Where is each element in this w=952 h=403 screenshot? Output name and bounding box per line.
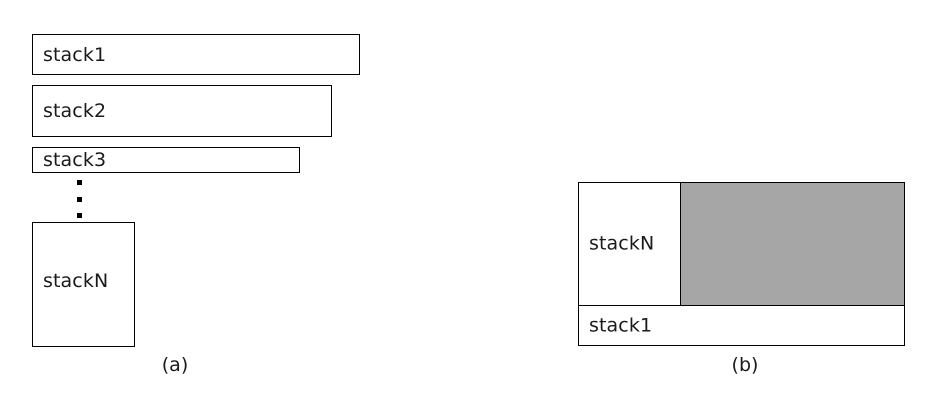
stackn-cell-label: stackN (589, 232, 655, 255)
stack2-box-label: stack2 (43, 100, 107, 122)
ellipsis-dot (76, 180, 82, 185)
stack1-row-label: stack1 (589, 314, 653, 336)
stackn-row: stackN (579, 183, 904, 305)
row-divider (579, 305, 904, 306)
ellipsis-dot (76, 196, 82, 202)
vertical-ellipsis-icon (74, 180, 84, 218)
stackn-box-label: stackN (43, 270, 109, 292)
stack1-row: stack1 (579, 306, 904, 345)
stack2-box: stack2 (32, 85, 332, 137)
stack-overlay-box: stackN stack1 (578, 182, 905, 346)
panel-b-caption: (b) (731, 354, 759, 376)
ellipsis-dot (76, 213, 82, 218)
stack1-box: stack1 (32, 34, 360, 75)
panel-a: stack1 stack2 stack3 stackN (a) (0, 0, 460, 403)
stack3-box: stack3 (32, 147, 300, 173)
stack1-box-label: stack1 (43, 44, 107, 66)
shaded-region (681, 183, 904, 305)
stackn-box: stackN (32, 222, 135, 347)
stack3-box-label: stack3 (43, 149, 107, 171)
panel-a-caption: (a) (161, 354, 189, 376)
stackn-cell: stackN (579, 183, 681, 305)
